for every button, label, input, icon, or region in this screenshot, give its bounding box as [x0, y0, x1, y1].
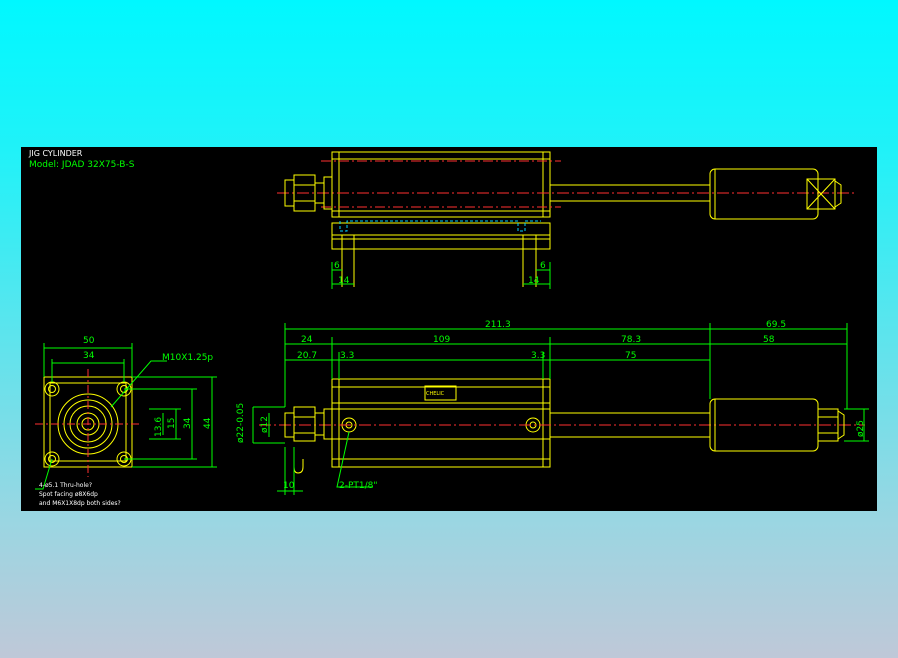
- top-view: [277, 151, 857, 289]
- mount-hole-tl: [44, 381, 60, 397]
- thread-label: M10X1.25p: [162, 353, 213, 363]
- top-dim-6-left: 6: [334, 261, 340, 271]
- end-dim-34-top: 34: [83, 351, 95, 361]
- top-mount-rail: [331, 222, 551, 250]
- end-dim-50: 50: [83, 336, 95, 346]
- dim-10: 10: [283, 481, 295, 491]
- top-rod-end-fitting: [709, 168, 819, 220]
- top-dim-14-left: 14: [338, 276, 350, 286]
- port-note: 2-PT1/8": [339, 481, 378, 491]
- note-line-3: and M6X1X8dp both sides?: [39, 500, 121, 507]
- top-dim-6-right: 6: [540, 261, 546, 271]
- end-dim-13-6: 13.6: [154, 417, 164, 437]
- nameplate-text: CHELIC: [426, 391, 445, 397]
- dim-58: 58: [763, 335, 775, 345]
- dim-dia-12: ø12: [260, 416, 270, 433]
- mount-hole-bl: [44, 451, 60, 467]
- dim-3-3-left: 3.3: [340, 351, 354, 361]
- cad-drawing: JIG CYLINDER Model: JDAD 32X75-B-S: [28, 149, 869, 507]
- dim-dia-25: ø25: [856, 420, 866, 437]
- cad-drawing-sheet: JIG CYLINDER Model: JDAD 32X75-B-S: [21, 147, 877, 511]
- note-line-1: 4-ø5.1 Thru-hole?: [39, 482, 92, 489]
- dim-overall: 211.3: [485, 320, 511, 330]
- end-dim-34: 34: [183, 417, 193, 429]
- end-view: [35, 343, 217, 490]
- dim-dia-22: ø22-0.05: [236, 403, 246, 443]
- nameplate: [424, 385, 457, 401]
- dim-75: 75: [625, 351, 636, 361]
- model-label: Model: JDAD 32X75-B-S: [29, 160, 135, 170]
- dim-3-3-right: 3.3: [531, 351, 545, 361]
- top-dim-14-right: 14: [528, 276, 540, 286]
- dim-20: 20.7: [297, 351, 317, 361]
- dim-78: 78.3: [621, 335, 641, 345]
- front-view: [252, 323, 869, 495]
- dim-109: 109: [433, 335, 450, 345]
- end-dim-44: 44: [203, 417, 213, 429]
- hidden-slot-lines: [339, 220, 541, 232]
- dim-rod-end: 69.5: [766, 320, 786, 330]
- note-line-2: Spot facing ø8X6dp: [39, 491, 98, 498]
- dim-24: 24: [301, 335, 313, 345]
- drawing-title: JIG CYLINDER: [28, 149, 83, 158]
- end-dim-15: 15: [167, 418, 177, 429]
